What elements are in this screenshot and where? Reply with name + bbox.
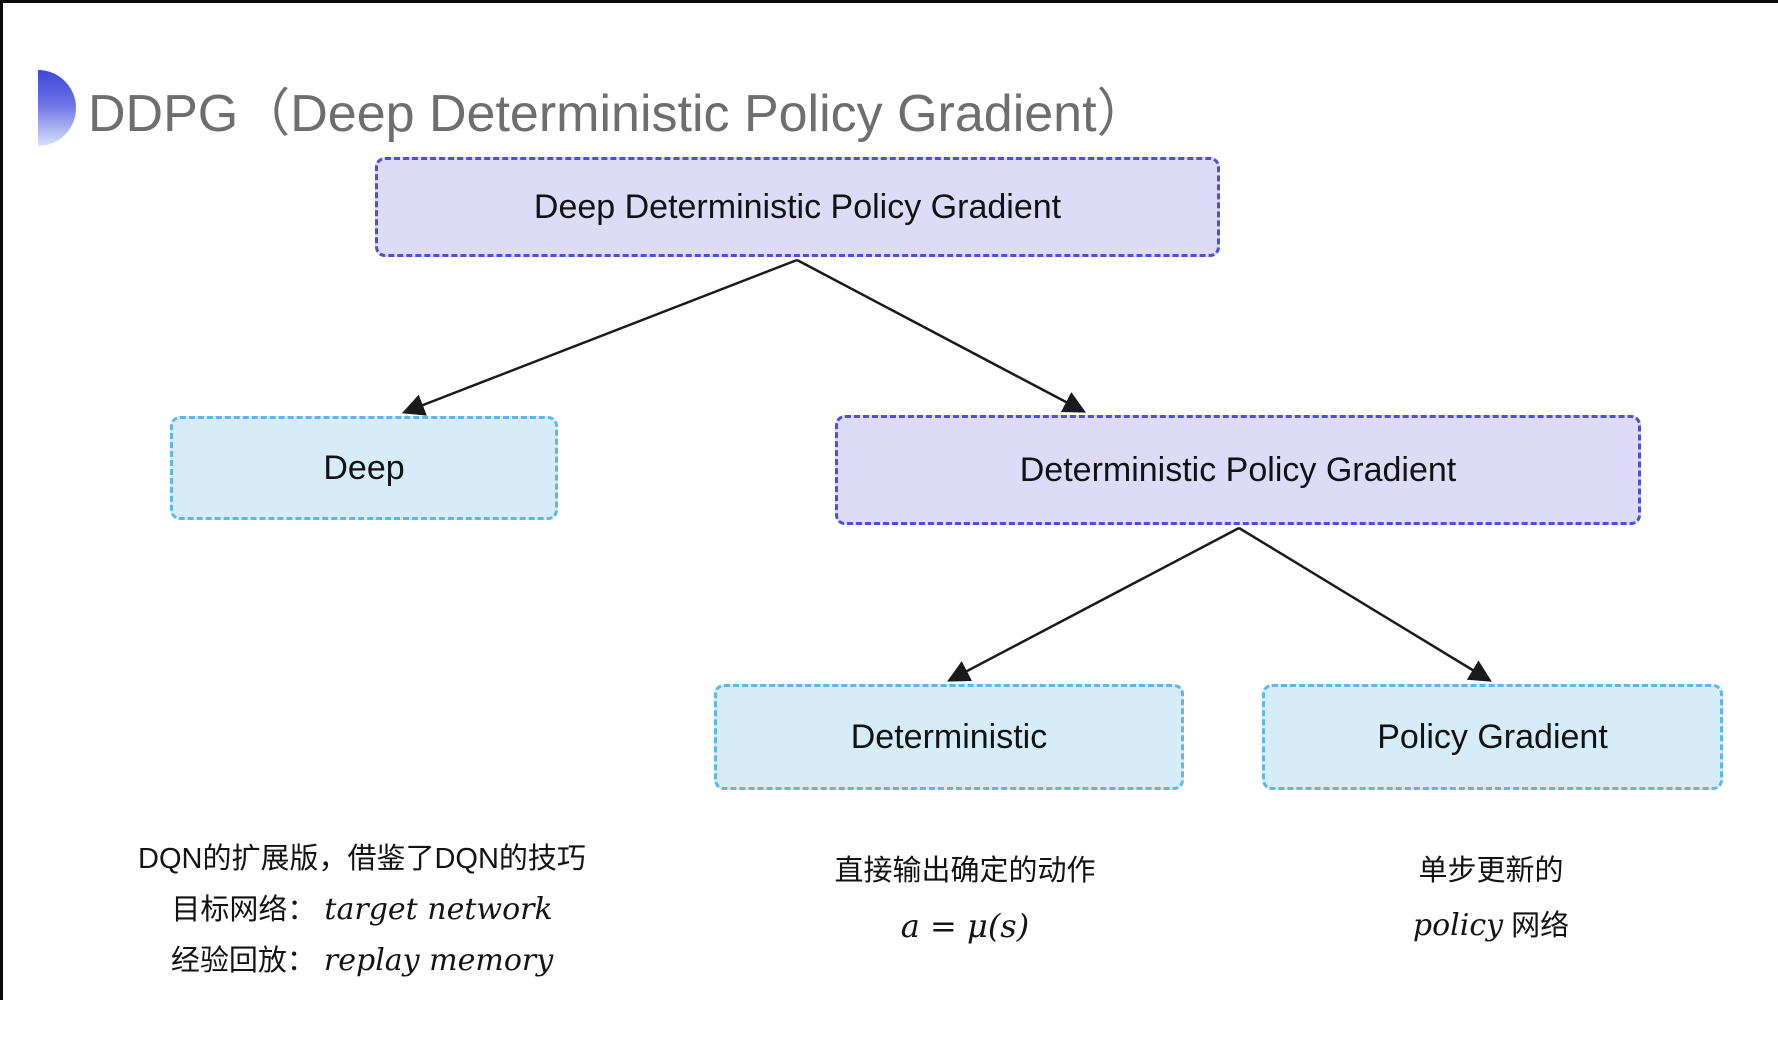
note-policy-gradient-line2: policy 网络 xyxy=(1331,909,1651,943)
note-policy-gradient-line1: 单步更新的 xyxy=(1418,855,1564,887)
arrow-root-to-dpg xyxy=(796,258,1086,413)
note-deep-line3: 经验回放： replay memory xyxy=(102,944,622,978)
note-deep-line2: 目标网络： target network xyxy=(102,893,622,927)
tree-node-deterministic-policy-gradient: Deterministic Policy Gradient xyxy=(835,415,1641,525)
arrow-root-to-deep xyxy=(401,258,798,416)
tree-node-deterministic: Deterministic xyxy=(714,684,1184,790)
tree-node-deep-label: Deep xyxy=(323,448,405,487)
note-deep-line2-term: target network xyxy=(324,892,553,927)
arrow-dpg-to-policy-gradient xyxy=(1238,526,1492,682)
note-policy-gradient-term: policy xyxy=(1412,908,1504,943)
note-deep: DQN的扩展版，借鉴了DQN的技巧 目标网络： target network 经… xyxy=(102,842,622,978)
note-deterministic-formula: a = μ(s) xyxy=(900,907,1030,945)
note-deep-line2-label: 目标网络： xyxy=(171,894,317,926)
note-deep-line3-label: 经验回放： xyxy=(170,945,316,977)
note-policy-gradient-suffix: 网络 xyxy=(1503,910,1570,942)
accent-semicircle-icon xyxy=(38,70,76,146)
tree-node-policy-gradient: Policy Gradient xyxy=(1262,684,1723,790)
tree-node-root: Deep Deterministic Policy Gradient xyxy=(375,157,1220,257)
tree-node-dpg-label: Deterministic Policy Gradient xyxy=(1019,450,1457,489)
tree-node-policy-gradient-label: Policy Gradient xyxy=(1377,717,1608,756)
left-border-line xyxy=(0,0,3,1000)
title-row: DDPG（Deep Deterministic Policy Gradient） xyxy=(38,70,1149,146)
top-border-line xyxy=(0,0,1778,3)
tree-node-root-label: Deep Deterministic Policy Gradient xyxy=(533,187,1062,226)
note-deterministic-line1: 直接输出确定的动作 xyxy=(834,855,1096,887)
tree-node-deep: Deep xyxy=(170,416,558,520)
arrow-dpg-to-deterministic xyxy=(947,526,1240,682)
note-deep-line3-term: replay memory xyxy=(323,943,554,978)
note-deterministic: 直接输出确定的动作 a = μ(s) xyxy=(765,854,1165,943)
note-deep-line1: DQN的扩展版，借鉴了DQN的技巧 xyxy=(138,843,586,875)
note-policy-gradient: 单步更新的 policy 网络 xyxy=(1331,854,1651,943)
tree-node-deterministic-label: Deterministic xyxy=(850,717,1048,756)
page-title: DDPG（Deep Deterministic Policy Gradient） xyxy=(88,84,1149,143)
